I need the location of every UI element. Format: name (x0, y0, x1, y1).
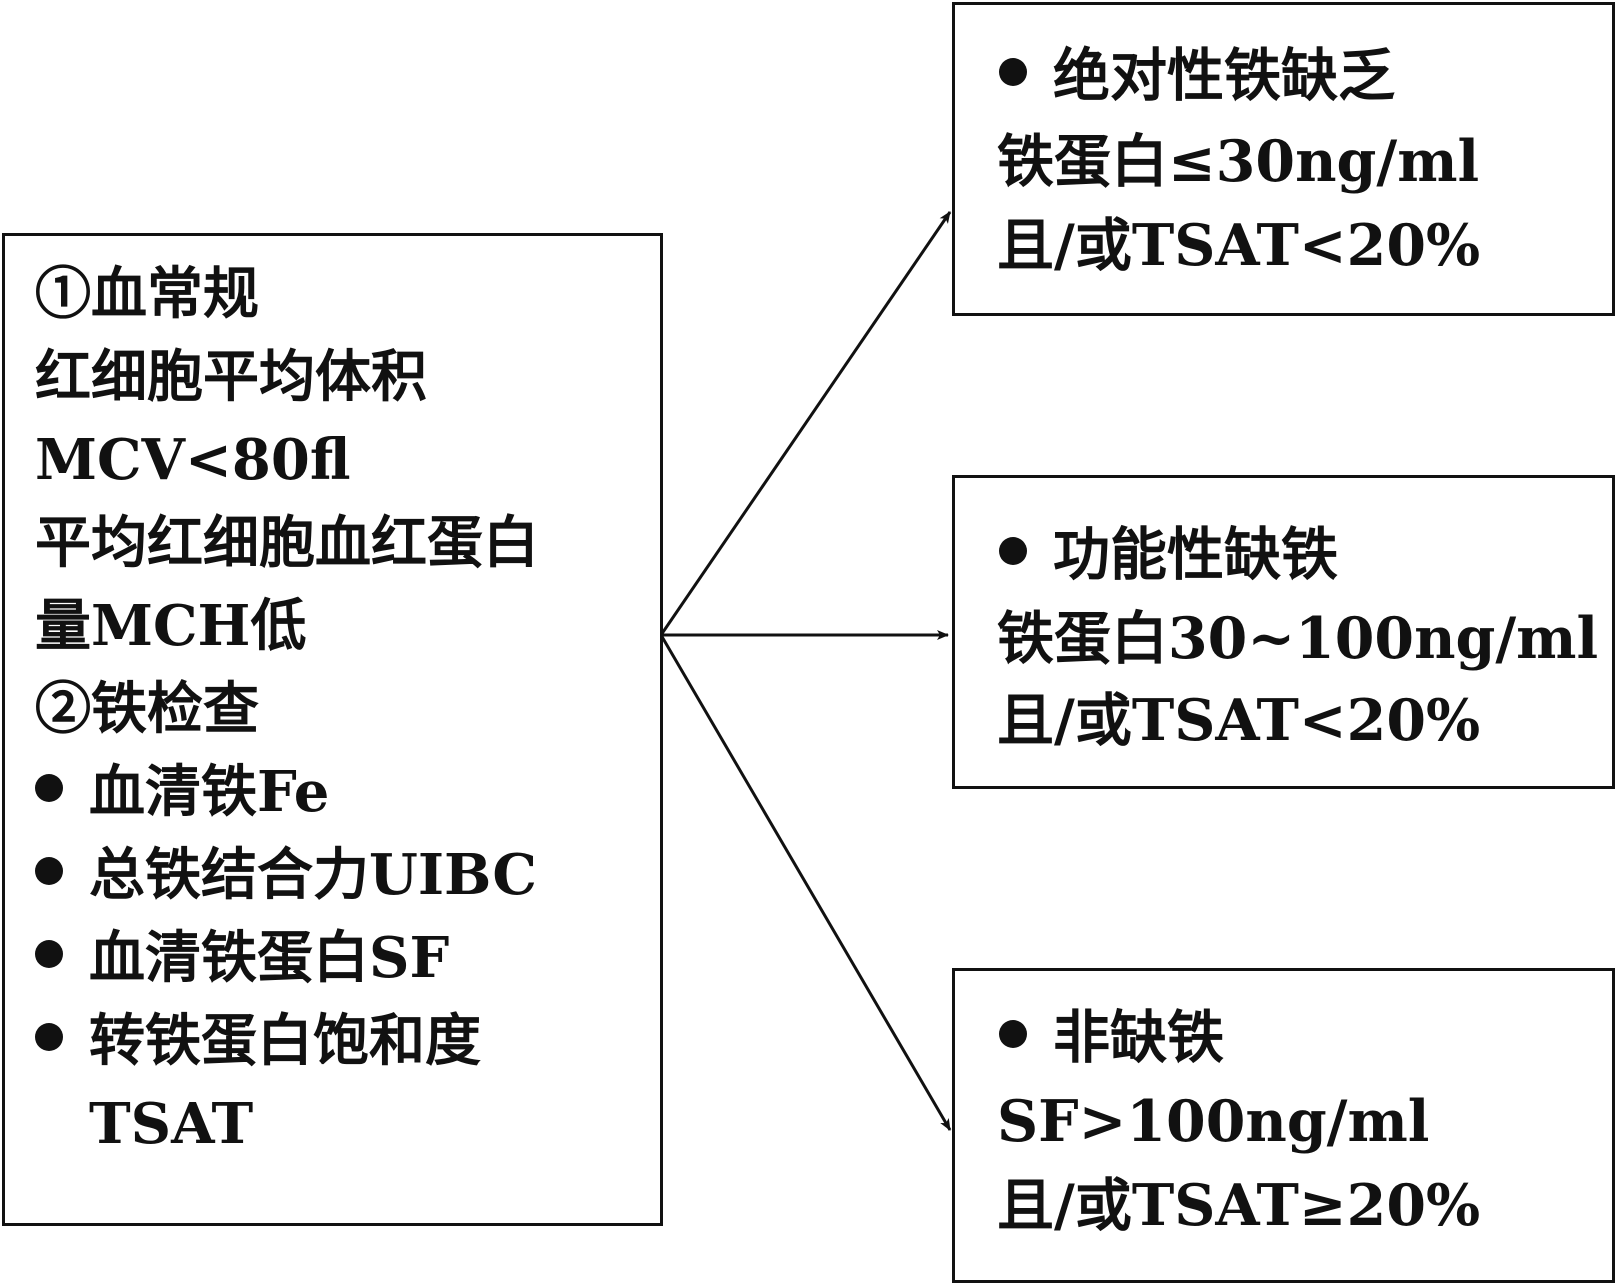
tests-line-text: 量MCH低 (35, 593, 307, 659)
tests-line-text: 红细胞平均体积 (35, 344, 427, 410)
bullet-icon (35, 1023, 63, 1052)
outcome-criterion: SF>100ng/ml (997, 1093, 1429, 1150)
tests-line-text: ②铁检查 (35, 676, 259, 742)
tests-line-2: MCV<80fl (35, 432, 351, 488)
bullet-icon (999, 1020, 1027, 1048)
tests-line-text: 平均红细胞血红蛋白 (35, 510, 539, 576)
bullet-icon (35, 940, 63, 969)
bullet-icon (35, 857, 63, 886)
tests-box: ①血常规 红细胞平均体积 MCV<80fl 平均红细胞血红蛋白 量MCH低 ②铁… (2, 233, 663, 1226)
tests-line-text: TSAT (89, 1091, 254, 1157)
outcome-criterion: 且/或TSAT<20% (997, 217, 1480, 274)
outcome-criterion-text: SF>100ng/ml (997, 1088, 1430, 1155)
tests-line-8: 血清铁蛋白SF (35, 930, 449, 986)
outcome-criterion-text: 铁蛋白≤30ng/ml (997, 128, 1480, 195)
tests-line-7: 总铁结合力UIBC (35, 847, 537, 903)
outcome-box-non-deficiency: 非缺铁 SF>100ng/ml 且/或TSAT≥20% (952, 968, 1615, 1283)
outcome-criterion: 且/或TSAT<20% (997, 692, 1480, 749)
bullet-icon (35, 774, 63, 803)
tests-line-text: 血清铁Fe (89, 759, 330, 825)
outcome-criterion: 铁蛋白30~100ng/ml (997, 610, 1598, 667)
tests-line-9: 转铁蛋白饱和度 (35, 1013, 481, 1069)
tests-line-text: 血清铁蛋白SF (89, 925, 450, 991)
tests-line-3: 平均红细胞血红蛋白 (35, 515, 539, 571)
outcome-box-absolute-deficiency: 绝对性铁缺乏 铁蛋白≤30ng/ml 且/或TSAT<20% (952, 2, 1615, 316)
tests-line-10: TSAT (89, 1096, 253, 1152)
tests-line-text: ①血常规 (35, 261, 259, 327)
outcome-criterion-text: 且/或TSAT≥20% (997, 1172, 1481, 1239)
outcome-criterion-text: 且/或TSAT<20% (997, 212, 1481, 279)
outcome-title: 非缺铁 (999, 1009, 1224, 1066)
outcome-box-functional-deficiency: 功能性缺铁 铁蛋白30~100ng/ml 且/或TSAT<20% (952, 475, 1615, 789)
outcome-title-text: 绝对性铁缺乏 (1053, 42, 1395, 109)
bullet-icon (999, 58, 1027, 86)
outcome-title: 功能性缺铁 (999, 526, 1338, 583)
outcome-criterion-text: 且/或TSAT<20% (997, 687, 1481, 754)
tests-line-4: 量MCH低 (35, 598, 306, 654)
outcome-title: 绝对性铁缺乏 (999, 47, 1395, 104)
tests-line-0: ①血常规 (35, 266, 259, 322)
tests-line-text: MCV<80fl (35, 427, 351, 493)
outcome-title-text: 非缺铁 (1053, 1004, 1224, 1071)
tests-line-5: ②铁检查 (35, 681, 259, 737)
arrow-to-absolute-deficiency (659, 211, 952, 636)
bullet-icon (999, 537, 1027, 565)
tests-line-text: 总铁结合力UIBC (89, 842, 537, 908)
outcome-title-text: 功能性缺铁 (1053, 521, 1338, 588)
tests-line-text: 转铁蛋白饱和度 (89, 1008, 481, 1074)
outcome-criterion: 且/或TSAT≥20% (997, 1177, 1480, 1234)
tests-line-1: 红细胞平均体积 (35, 349, 427, 405)
outcome-criterion-text: 铁蛋白30~100ng/ml (997, 605, 1599, 672)
tests-line-6: 血清铁Fe (35, 764, 329, 820)
outcome-criterion: 铁蛋白≤30ng/ml (997, 133, 1479, 190)
arrow-to-non-deficiency (659, 634, 952, 1131)
